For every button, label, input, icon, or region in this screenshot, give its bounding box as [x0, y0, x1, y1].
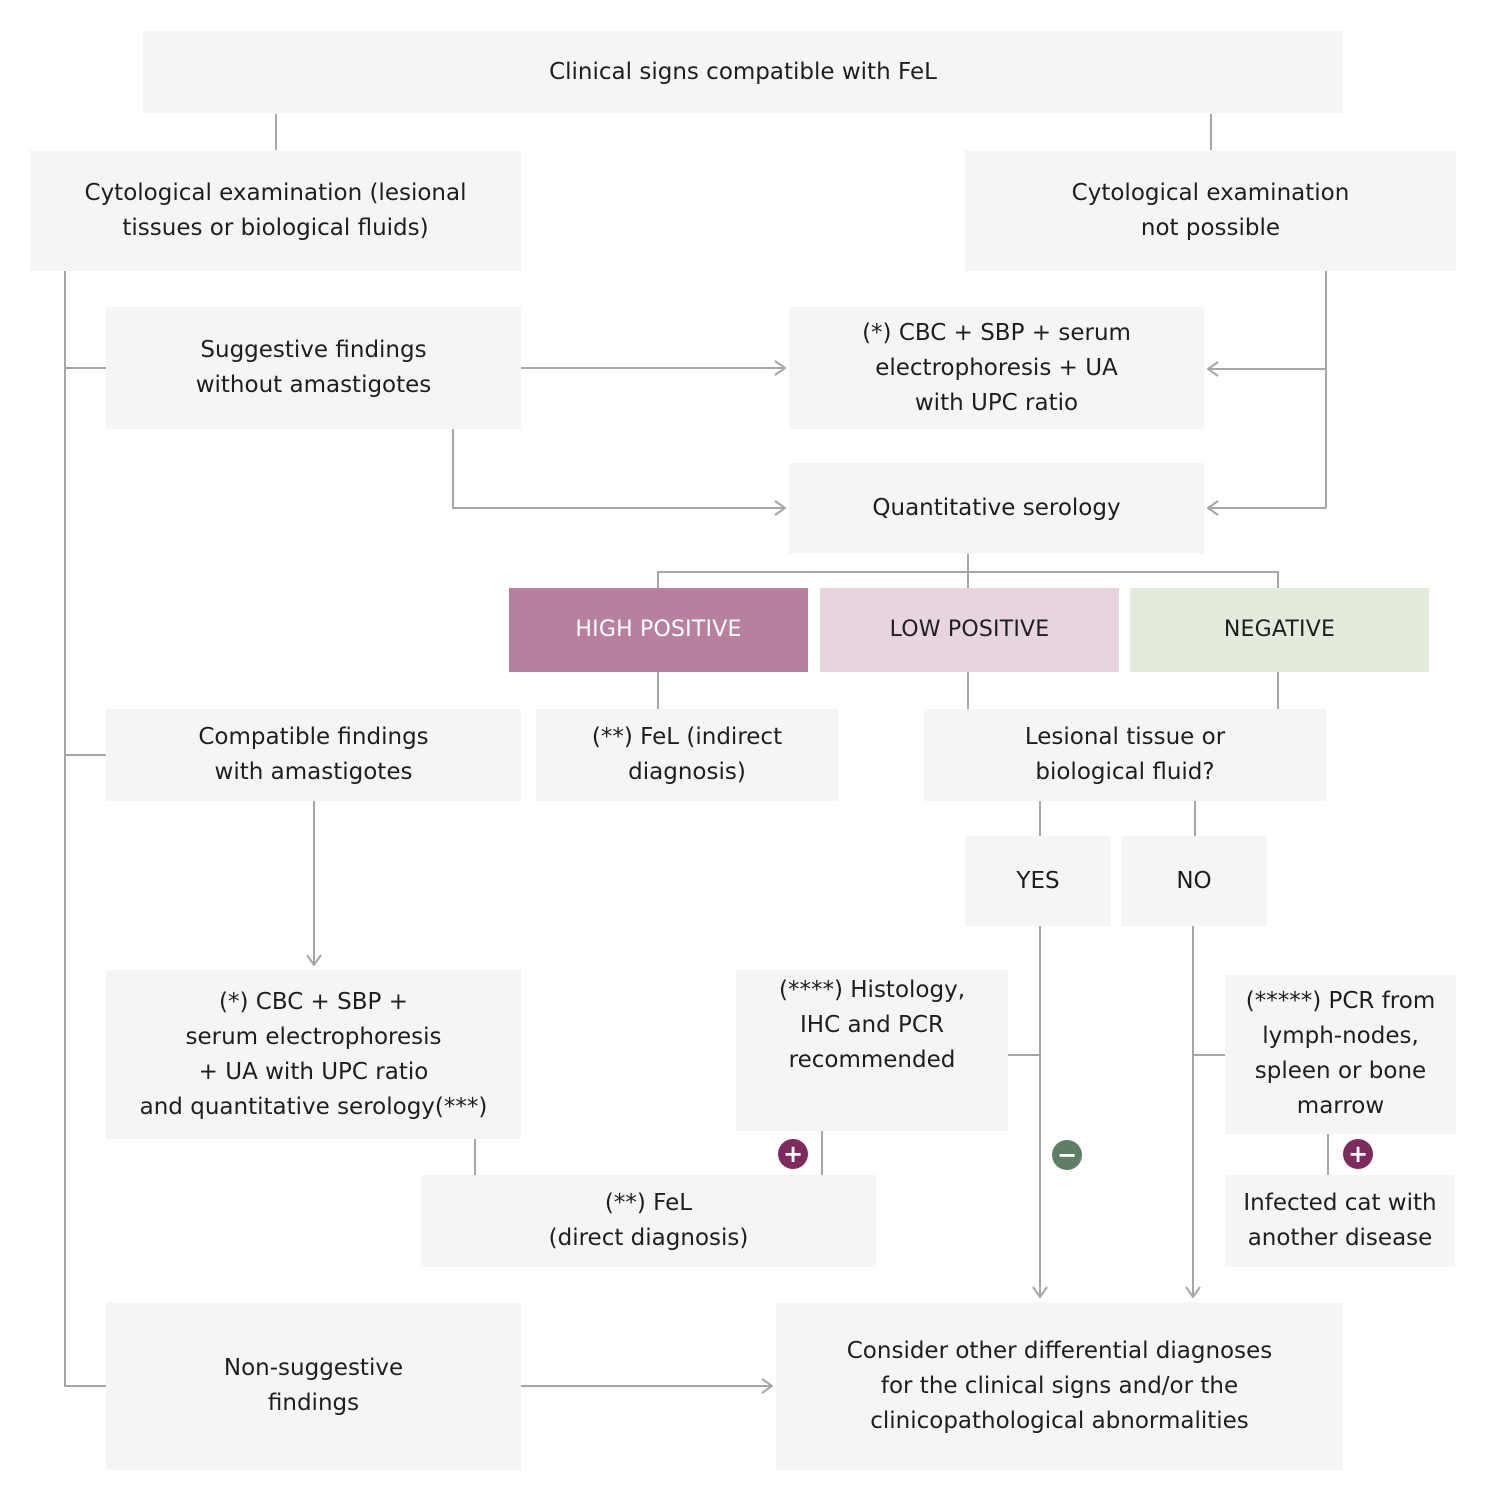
node-clinical-signs: Clinical signs compatible with FeL [143, 30, 1343, 114]
node-no: NO [1121, 836, 1267, 926]
node-histology: (****) Histology, IHC and PCR recommende… [736, 970, 1008, 1131]
node-cbc-serology: (*) CBC + SBP + serum electrophoresis + … [106, 970, 521, 1139]
node-quantitative-serology: Quantitative serology [789, 463, 1204, 554]
plus-badge-histology: + [778, 1139, 808, 1169]
result-high-positive: HIGH POSITIVE [509, 588, 808, 672]
node-fel-indirect: (**) FeL (indirect diagnosis) [536, 709, 838, 801]
node-consider-other: Consider other differential diagnoses fo… [776, 1302, 1343, 1470]
node-compatible-findings: Compatible findings with amastigotes [106, 709, 521, 801]
result-low-positive: LOW POSITIVE [820, 588, 1119, 672]
node-pcr: (*****) PCR from lymph-nodes, spleen or … [1225, 974, 1456, 1134]
arrow-suggestive-serology [452, 429, 785, 508]
result-negative: NEGATIVE [1130, 588, 1429, 672]
node-cytological-not-possible: Cytological examination not possible [965, 150, 1456, 271]
node-lesional-question: Lesional tissue or biological fluid? [924, 709, 1326, 801]
minus-badge-yes: − [1052, 1140, 1082, 1170]
node-non-suggestive: Non-suggestive findings [106, 1302, 521, 1470]
node-cytological-exam: Cytological examination (lesional tissue… [30, 150, 521, 271]
node-infected-cat: Infected cat with another disease [1225, 1175, 1455, 1267]
node-cbc-panel: (*) CBC + SBP + serum electrophoresis + … [789, 307, 1204, 429]
plus-badge-pcr: + [1343, 1139, 1373, 1169]
connector-left-spine [64, 271, 106, 1387]
node-fel-direct: (**) FeL (direct diagnosis) [421, 1175, 876, 1267]
node-suggestive-findings: Suggestive findings without amastigotes [106, 307, 521, 429]
node-yes: YES [965, 836, 1111, 926]
